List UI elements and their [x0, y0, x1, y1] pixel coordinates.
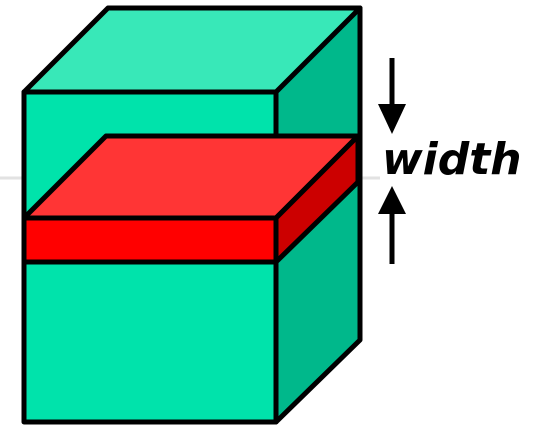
slab-side-face — [273, 133, 361, 265]
width-arrow-bottom — [378, 186, 406, 264]
cube-top-face — [24, 8, 360, 92]
width-arrow-top — [378, 58, 406, 134]
width-label: width — [382, 134, 522, 185]
slab-front-face — [21, 215, 279, 265]
